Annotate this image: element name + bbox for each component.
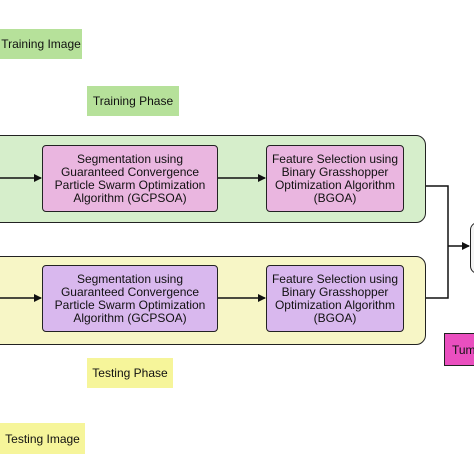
training-phase-label: Training Phase — [87, 86, 179, 116]
testing-segmentation-text: Segmentation using Guaranteed Convergenc… — [54, 271, 206, 325]
testing-feature-selection-text: Feature Selection using Binary Grasshopp… — [271, 271, 399, 325]
tumour-output-box: Tum — [444, 333, 474, 366]
training-image-label: Training Image — [0, 29, 82, 59]
training-segmentation-text: Segmentation using Guaranteed Convergenc… — [54, 151, 206, 205]
training-feature-selection-text: Feature Selection using Binary Grasshopp… — [271, 151, 399, 205]
testing-phase-label: Testing Phase — [87, 358, 173, 388]
testing-merge-line — [426, 246, 449, 299]
training-merge-line — [426, 185, 449, 246]
training-segmentation-step: Segmentation using Guaranteed Convergenc… — [42, 145, 218, 212]
testing-feature-selection-step: Feature Selection using Binary Grasshopp… — [266, 265, 404, 332]
testing-image-label: Testing Image — [0, 423, 85, 454]
testing-segmentation-step: Segmentation using Guaranteed Convergenc… — [42, 265, 218, 332]
tumour-output-text: Tum — [452, 342, 474, 357]
training-feature-selection-step: Feature Selection using Binary Grasshopp… — [266, 145, 404, 212]
